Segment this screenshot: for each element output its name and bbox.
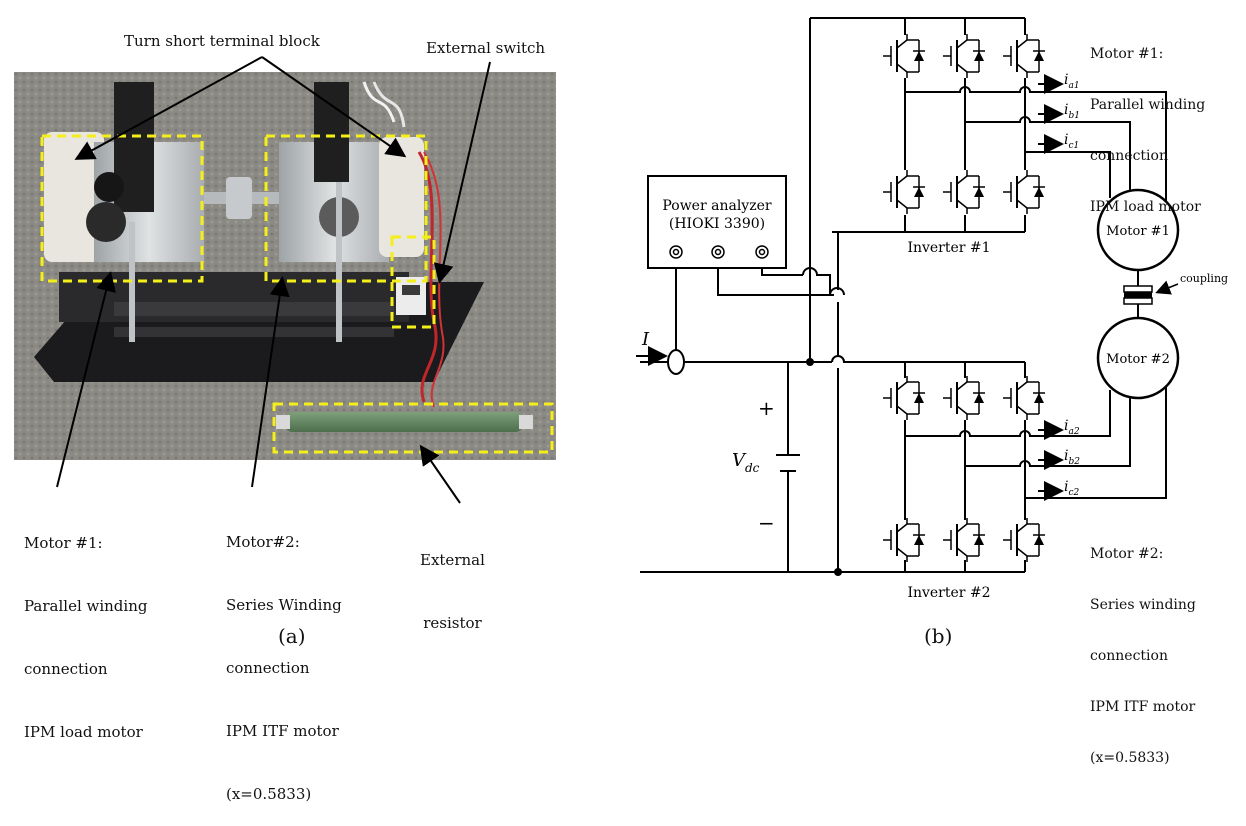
label-vdc: Vdc xyxy=(732,450,760,475)
igbt-1-ap xyxy=(882,33,926,79)
coupling-symbol xyxy=(1123,285,1153,305)
igbt-1-an xyxy=(882,169,926,215)
label-ia1: ia1 xyxy=(1064,72,1080,91)
label-ib2: ib2 xyxy=(1064,448,1080,467)
current-sensor xyxy=(667,349,685,375)
igbt-2-bp xyxy=(942,375,986,421)
test-bench-illustration xyxy=(14,72,556,460)
motor2-symbol xyxy=(1096,316,1180,400)
motor1-label: Motor #1 xyxy=(1106,224,1170,239)
arrow-external-switch xyxy=(433,61,491,284)
label-ib1: ib1 xyxy=(1064,102,1080,121)
label-motor1-circuit: Motor #1: Parallel winding connection IP… xyxy=(1090,46,1206,215)
arrow-terminal-left xyxy=(74,56,263,160)
power-analyzer-model: (HIOKI 3390) xyxy=(669,216,765,232)
label-inverter2: Inverter #2 xyxy=(907,585,990,601)
motor2-label: Motor #2 xyxy=(1106,352,1170,367)
power-analyzer-title: Power analyzer xyxy=(662,198,771,214)
igbt-2-ap xyxy=(882,375,926,421)
label-motor2-photo: Motor#2: Series Winding connection IPM I… xyxy=(226,533,342,803)
igbt-1-bp xyxy=(942,33,986,79)
igbt-2-cn xyxy=(1002,517,1046,563)
igbt-2-bn xyxy=(942,517,986,563)
arrow-external-resistor xyxy=(419,444,461,504)
igbt-1-bn xyxy=(942,169,986,215)
label-external-resistor: External resistor xyxy=(420,551,485,632)
circuit-diagram: Power analyzer (HIOKI 3390) I + − Vdc In… xyxy=(636,17,1228,601)
motor1-symbol xyxy=(1096,188,1180,272)
label-external-switch: External switch xyxy=(426,39,546,57)
igbt-2-an xyxy=(882,517,926,563)
arrow-terminal-right xyxy=(261,56,407,158)
label-ic2: ic2 xyxy=(1064,479,1080,498)
panel-a-arrows xyxy=(56,56,491,504)
label-inverter1: Inverter #1 xyxy=(907,240,990,256)
power-analyzer-box xyxy=(647,175,787,269)
label-ia2: ia2 xyxy=(1064,418,1080,437)
arrow-motor1 xyxy=(56,271,116,488)
igbt-2-cp xyxy=(1002,375,1046,421)
arrow-motor2 xyxy=(251,276,290,488)
test-bench-photo xyxy=(14,72,556,460)
label-minus: − xyxy=(758,511,775,535)
label-motor2-circuit: Motor #2: Series winding connection IPM … xyxy=(1090,546,1196,766)
label-turn-short-terminal-block: Turn short terminal block xyxy=(124,32,320,50)
label-motor1-photo: Motor #1: Parallel winding connection IP… xyxy=(24,534,148,741)
igbt-1-cp xyxy=(1002,33,1046,79)
label-plus: + xyxy=(758,396,775,420)
caption-b: (b) xyxy=(924,624,953,648)
label-current-i: I xyxy=(641,329,650,350)
label-ic1: ic1 xyxy=(1064,132,1079,151)
label-coupling: coupling xyxy=(1180,272,1228,285)
igbt-1-cn xyxy=(1002,169,1046,215)
caption-a: (a) xyxy=(278,624,306,648)
